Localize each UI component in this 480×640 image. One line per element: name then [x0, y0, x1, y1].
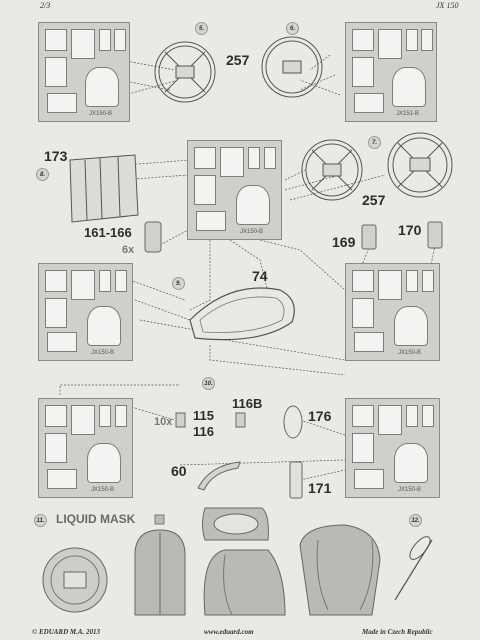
step-7-marker: 7. [368, 136, 381, 149]
part-number-161-166: 161-166 [84, 225, 132, 240]
fret-code: JX151-B [396, 111, 420, 117]
quantity-6x: 6x [122, 244, 135, 256]
part-number-257: 257 [362, 192, 386, 208]
kit-code: JX 150 [436, 1, 459, 10]
fret-code: JX150-B [91, 487, 115, 493]
step-11-marker: 11. [34, 514, 47, 527]
fret-mid-right: JX150-B [345, 263, 440, 361]
fret-code: JX150-B [91, 350, 115, 356]
part-number-171: 171 [308, 480, 332, 496]
part-number-116: 116 [193, 424, 214, 439]
fret-top-right: JX151-B [345, 22, 437, 122]
step-12-marker: 12. [409, 514, 422, 527]
fret-mid-left: JX150-B [38, 263, 133, 361]
copyright: © EDUARD M.A. 2013 [32, 628, 101, 636]
part-number-60: 60 [171, 463, 187, 479]
part-number-173: 173 [44, 148, 68, 164]
fret-top-left: JX150-B [38, 22, 130, 122]
origin: Made in Czech Republic [362, 628, 433, 636]
part-number-257: 257 [226, 52, 250, 68]
quantity-10x: 10x [154, 416, 173, 428]
page-number: 2/3 [40, 1, 51, 10]
fret-code: JX150-B [89, 111, 113, 117]
website: www.eduard.com [204, 628, 254, 636]
fret-code: JX150-B [398, 350, 422, 356]
fret-low-right: JX150-B [345, 398, 440, 498]
part-number-74: 74 [252, 268, 268, 284]
fret-center: JX150-B [187, 140, 282, 240]
step-6-marker: 6. [286, 22, 299, 35]
step-8-marker: 8. [36, 168, 49, 181]
part-number-170: 170 [398, 222, 422, 238]
fret-low-left: JX150-B [38, 398, 133, 498]
fret-code: JX150-B [398, 487, 422, 493]
part-number-115: 115 [193, 408, 214, 423]
part-number-116b: 116B [232, 396, 263, 411]
step-9-marker: 9. [172, 277, 185, 290]
step-5-marker: 5. [195, 22, 208, 35]
liquid-mask-label: LIQUID MASK [56, 512, 136, 526]
step-10-marker: 10. [202, 377, 215, 390]
part-number-176: 176 [308, 408, 332, 424]
fret-code: JX150-B [240, 229, 264, 235]
part-number-169: 169 [332, 234, 356, 250]
